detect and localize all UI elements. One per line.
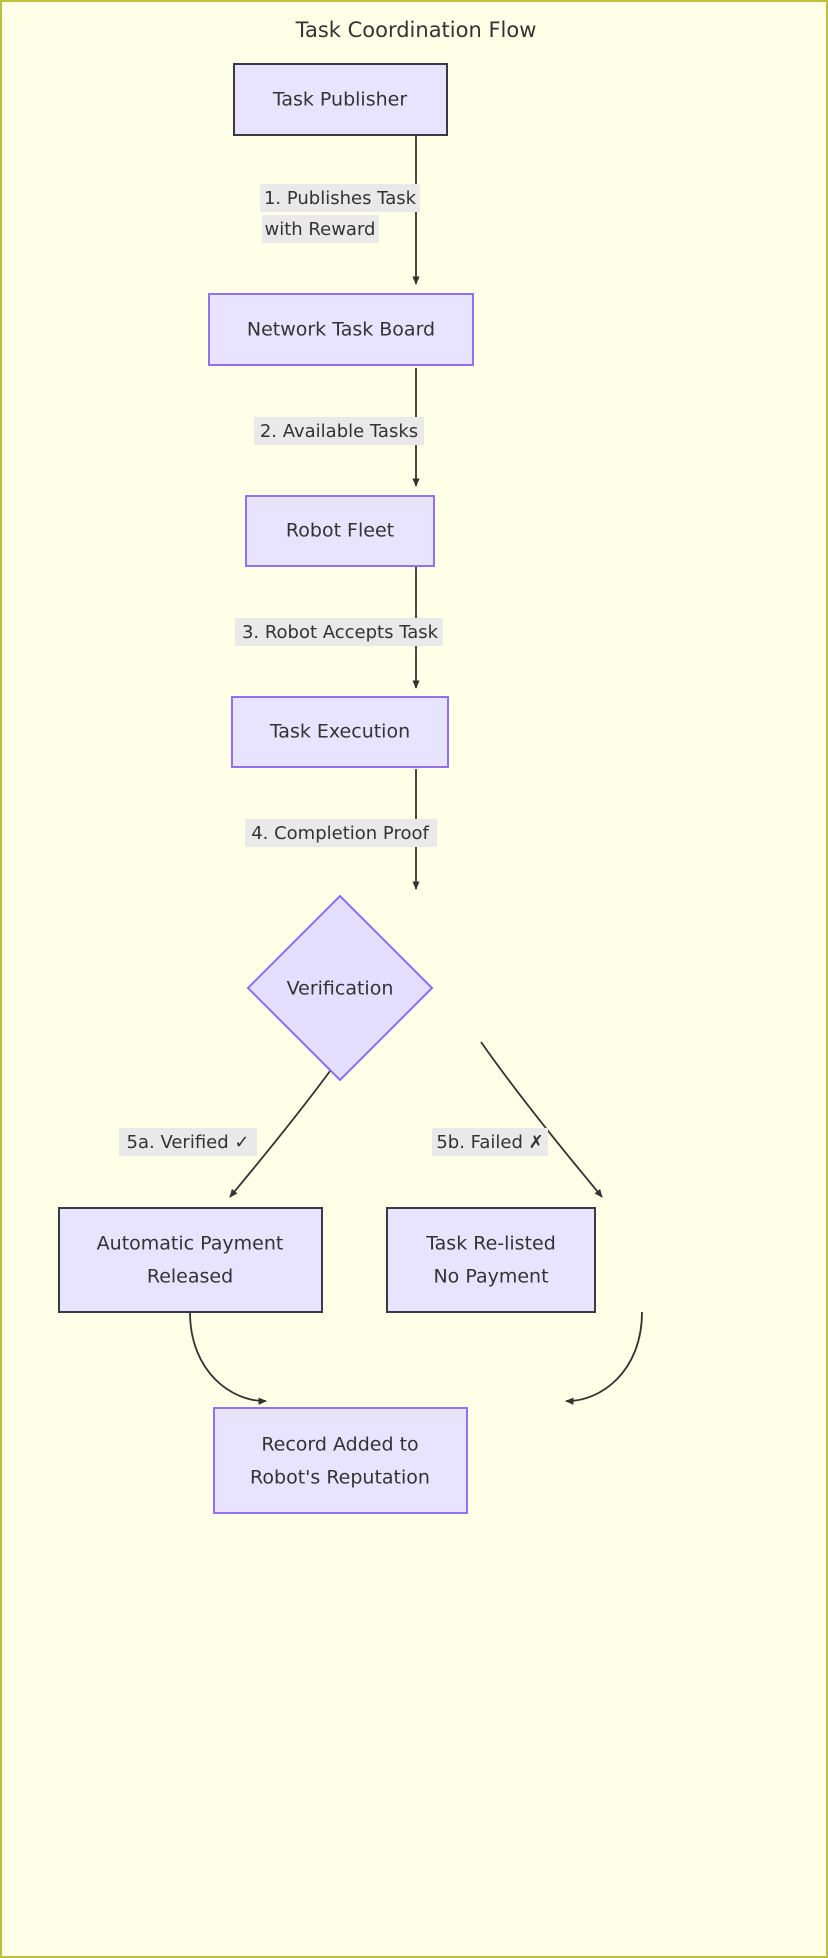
node-verification-label: Verification bbox=[287, 978, 394, 1000]
node-record-added-reputation-label-line2: Robot's Reputation bbox=[250, 1467, 430, 1489]
diagram-title: Task Coordination Flow bbox=[295, 18, 537, 42]
node-verification[interactable]: Verification bbox=[246, 894, 434, 1082]
edge-label-5b-bg bbox=[432, 1128, 548, 1156]
edge-label-5a: 5a. Verified ✓ bbox=[119, 1128, 257, 1156]
node-task-publisher-shape[interactable] bbox=[233, 63, 448, 136]
node-network-task-board[interactable]: Network Task Board bbox=[208, 293, 474, 366]
edge-label-3-line1: 3. Robot Accepts Task bbox=[242, 622, 439, 643]
edge-label-1: 1. Publishes Task with Reward bbox=[260, 184, 420, 243]
edge-label-5b-line1: 5b. Failed ✗ bbox=[436, 1132, 543, 1153]
edge-label-1-bg-line1 bbox=[260, 184, 420, 212]
edge-label-4-bg bbox=[245, 819, 437, 847]
node-task-publisher[interactable]: Task Publisher bbox=[233, 63, 448, 136]
node-task-relisted-no-payment[interactable]: Task Re-listed No Payment bbox=[386, 1207, 596, 1313]
edge-label-5a-bg bbox=[119, 1128, 257, 1156]
node-network-task-board-label: Network Task Board bbox=[247, 319, 435, 341]
edge-task-relisted-no-payment-to-record-added-reputation bbox=[565, 1311, 643, 1405]
node-robot-fleet-shape[interactable] bbox=[245, 495, 435, 567]
node-task-execution-shape[interactable] bbox=[231, 696, 449, 768]
edge-label-2-line1: 2. Available Tasks bbox=[260, 421, 418, 442]
node-record-added-reputation[interactable]: Record Added to Robot's Reputation bbox=[213, 1407, 468, 1514]
edge-label-3-bg bbox=[235, 618, 443, 646]
node-record-added-reputation-label-line1: Record Added to bbox=[261, 1434, 418, 1456]
edge-label-2-bg bbox=[254, 417, 424, 445]
edge-label-3: 3. Robot Accepts Task bbox=[235, 618, 443, 646]
edge-label-5a-line1: 5a. Verified ✓ bbox=[127, 1132, 250, 1153]
node-automatic-payment-released-label-line2: Released bbox=[147, 1266, 233, 1288]
node-record-added-reputation-shape[interactable] bbox=[213, 1407, 468, 1514]
node-robot-fleet-label: Robot Fleet bbox=[286, 520, 394, 542]
node-automatic-payment-released-shape[interactable] bbox=[58, 1207, 323, 1313]
node-task-publisher-label: Task Publisher bbox=[272, 89, 407, 111]
node-task-relisted-no-payment-label-line2: No Payment bbox=[433, 1266, 548, 1288]
edge-label-1-line1: 1. Publishes Task bbox=[264, 188, 417, 209]
node-task-execution[interactable]: Task Execution bbox=[231, 696, 449, 768]
edge-label-4: 4. Completion Proof bbox=[245, 819, 437, 847]
edge-automatic-payment-released-to-record-added-reputation bbox=[189, 1311, 267, 1405]
edge-label-5b: 5b. Failed ✗ bbox=[432, 1128, 548, 1156]
node-robot-fleet[interactable]: Robot Fleet bbox=[245, 495, 435, 567]
edge-label-4-line1: 4. Completion Proof bbox=[251, 823, 429, 844]
node-task-relisted-no-payment-label-line1: Task Re-listed bbox=[425, 1233, 556, 1255]
node-verification-shape[interactable] bbox=[246, 894, 434, 1082]
edge-label-1-bg-line2 bbox=[262, 215, 379, 243]
node-network-task-board-shape[interactable] bbox=[208, 293, 474, 366]
node-task-relisted-no-payment-shape[interactable] bbox=[386, 1207, 596, 1313]
edge-label-2: 2. Available Tasks bbox=[254, 417, 424, 445]
node-automatic-payment-released-label-line1: Automatic Payment bbox=[97, 1233, 284, 1255]
node-automatic-payment-released[interactable]: Automatic Payment Released bbox=[58, 1207, 323, 1313]
node-task-execution-label: Task Execution bbox=[269, 721, 410, 743]
edge-label-1-line2: with Reward bbox=[265, 219, 376, 240]
edge-verification-to-task-relisted-no-payment bbox=[480, 1041, 603, 1198]
